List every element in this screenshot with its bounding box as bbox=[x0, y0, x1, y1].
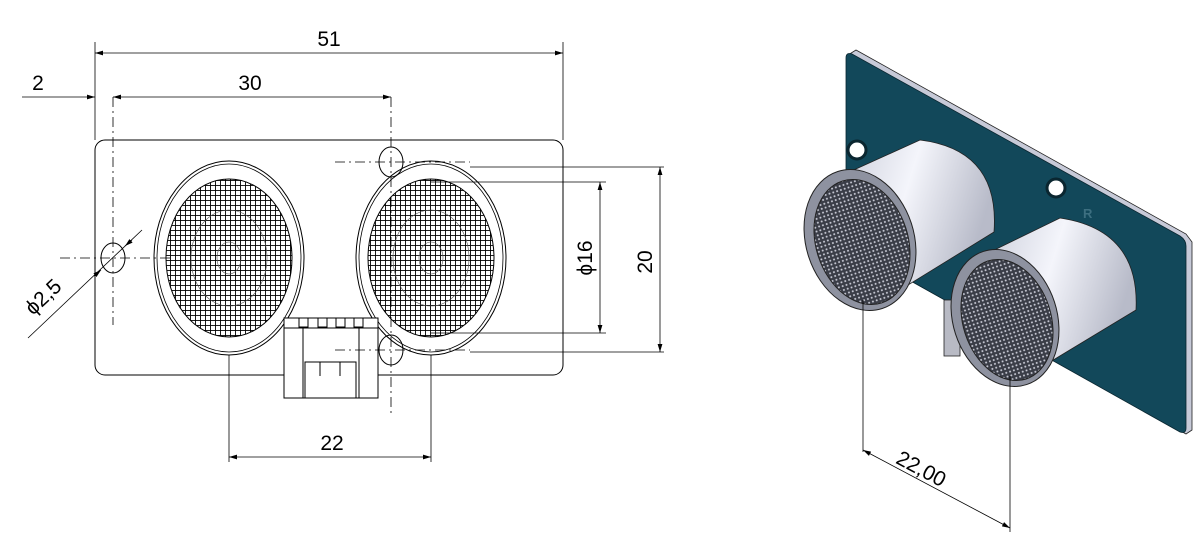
dim-overall-width: 51 bbox=[317, 28, 340, 51]
left-sensor bbox=[153, 160, 305, 356]
isometric-view: R 22,00 bbox=[803, 49, 1193, 532]
dim-hole-to-hole: 30 bbox=[238, 72, 261, 95]
dim-sensor-diameter: ϕ16 bbox=[574, 240, 597, 275]
front-view: 51 2 30 22 ϕ16 20 ϕ2,5 bbox=[21, 28, 664, 462]
right-sensor bbox=[355, 160, 507, 356]
dim-hole-diameter: ϕ2,5 bbox=[21, 275, 67, 320]
dim-sensor-spacing: 22 bbox=[320, 432, 343, 455]
iso-right-sensor bbox=[950, 217, 1137, 387]
pcb-label: R bbox=[1083, 206, 1093, 221]
dim-hole-vertical-spacing: 20 bbox=[634, 250, 657, 273]
iso-left-sensor bbox=[803, 139, 995, 311]
dim-iso-sensor-spacing: 22,00 bbox=[892, 447, 949, 492]
connector bbox=[283, 317, 379, 399]
dim-edge-to-hole: 2 bbox=[32, 72, 44, 95]
